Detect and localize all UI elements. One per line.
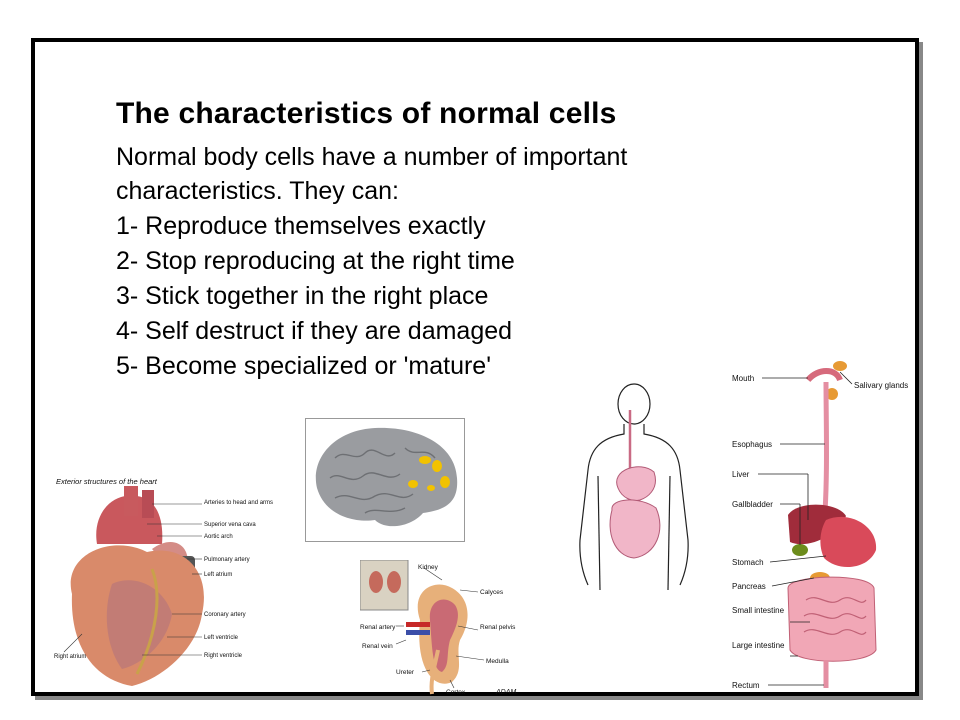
list-item-4: 4- Self destruct if they are damaged bbox=[116, 317, 513, 345]
dig-label-rectum: Rectum bbox=[732, 681, 760, 690]
dig-label-liver: Liver bbox=[732, 470, 750, 479]
list-item-5: 5- Become specialized or 'mature' bbox=[116, 352, 491, 380]
heart-label-arteries: Arteries to head and arms bbox=[204, 500, 273, 506]
dig-label-stomach: Stomach bbox=[732, 558, 764, 567]
heart-label-right-atrium: Right atrium bbox=[54, 654, 86, 660]
intro-line-1: Normal body cells have a number of impor… bbox=[116, 143, 628, 171]
stomach-shape bbox=[616, 466, 656, 501]
large-intestine-shape bbox=[787, 576, 877, 662]
liver-shape bbox=[788, 504, 846, 545]
heart-caption: Exterior structures of the heart bbox=[56, 477, 158, 486]
kidney-label-medulla: Medulla bbox=[486, 658, 509, 665]
heart-label-left-atrium: Left atrium bbox=[204, 572, 232, 578]
dig-label-large-intestine: Large intestine bbox=[732, 641, 785, 650]
kidney-illustration: Kidney Calyces Renal artery Renal vein R… bbox=[360, 560, 518, 696]
kidney-label-renal-pelvis: Renal pelvis bbox=[480, 624, 516, 631]
brain-illustration bbox=[305, 418, 465, 542]
kidney-label-renal-vein: Renal vein bbox=[362, 643, 393, 650]
kidney-inset bbox=[360, 560, 409, 611]
ureter-shape bbox=[429, 649, 440, 695]
heart-illustration: Exterior structures of the heart Arterie… bbox=[54, 477, 273, 686]
intestine-shape bbox=[609, 499, 661, 559]
kidney-label-kidney: Kidney bbox=[418, 564, 439, 571]
kidney-label-ureter: Ureter bbox=[396, 669, 415, 676]
list-item-2: 2- Stop reproducing at the right time bbox=[116, 247, 515, 275]
brain-folds bbox=[329, 447, 436, 514]
heart-label-coronary: Coronary artery bbox=[204, 612, 246, 618]
heart-label-left-ventricle: Left ventricle bbox=[204, 635, 239, 641]
kidney-label-cortex: Cortex bbox=[446, 689, 466, 696]
stomach-organ bbox=[820, 516, 877, 568]
salivary-gland-2 bbox=[826, 388, 838, 400]
body-outline bbox=[579, 383, 689, 590]
renal-artery bbox=[406, 622, 430, 627]
mouth-shape bbox=[805, 368, 843, 383]
kidney-label-renal-artery: Renal artery bbox=[360, 624, 396, 631]
digestive-system-illustration: Mouth Salivary glands Esophagus Liver Ga… bbox=[732, 361, 908, 690]
coronary-line bbox=[135, 568, 159, 675]
kidney-label-calyces: Calyces bbox=[480, 589, 504, 596]
adam-logo: ADAM. bbox=[495, 689, 518, 696]
list-item-1: 1- Reproduce themselves exactly bbox=[116, 212, 486, 240]
dig-label-salivary: Salivary glands bbox=[854, 381, 908, 390]
slide-frame bbox=[31, 38, 919, 696]
small-intestine-loops bbox=[803, 597, 867, 635]
dig-label-gallbladder: Gallbladder bbox=[732, 500, 773, 509]
artery-shape bbox=[124, 486, 138, 516]
heart-label-aortic-arch: Aortic arch bbox=[204, 534, 233, 540]
esophagus-shape bbox=[821, 381, 829, 526]
renal-vein bbox=[406, 630, 430, 635]
slide-title: The characteristics of normal cells bbox=[116, 97, 617, 130]
gallbladder-shape bbox=[792, 544, 808, 556]
intro-line-2: characteristics. They can: bbox=[116, 177, 399, 205]
salivary-gland-1 bbox=[833, 361, 847, 371]
heart-label-svc: Superior vena cava bbox=[204, 522, 256, 528]
list-item-3: 3- Stick together in the right place bbox=[116, 282, 489, 310]
brain-highlight bbox=[408, 456, 450, 491]
dig-label-small-intestine: Small intestine bbox=[732, 606, 785, 615]
dig-label-pancreas: Pancreas bbox=[732, 582, 766, 591]
dig-label-mouth: Mouth bbox=[732, 374, 754, 383]
dig-label-esophagus: Esophagus bbox=[732, 440, 772, 449]
heart-label-right-ventricle: Right ventricle bbox=[204, 653, 243, 659]
heart-label-pulmonary: Pulmonary artery bbox=[204, 557, 250, 563]
body-outline-illustration bbox=[579, 383, 689, 590]
artery-shape-2 bbox=[142, 490, 154, 518]
